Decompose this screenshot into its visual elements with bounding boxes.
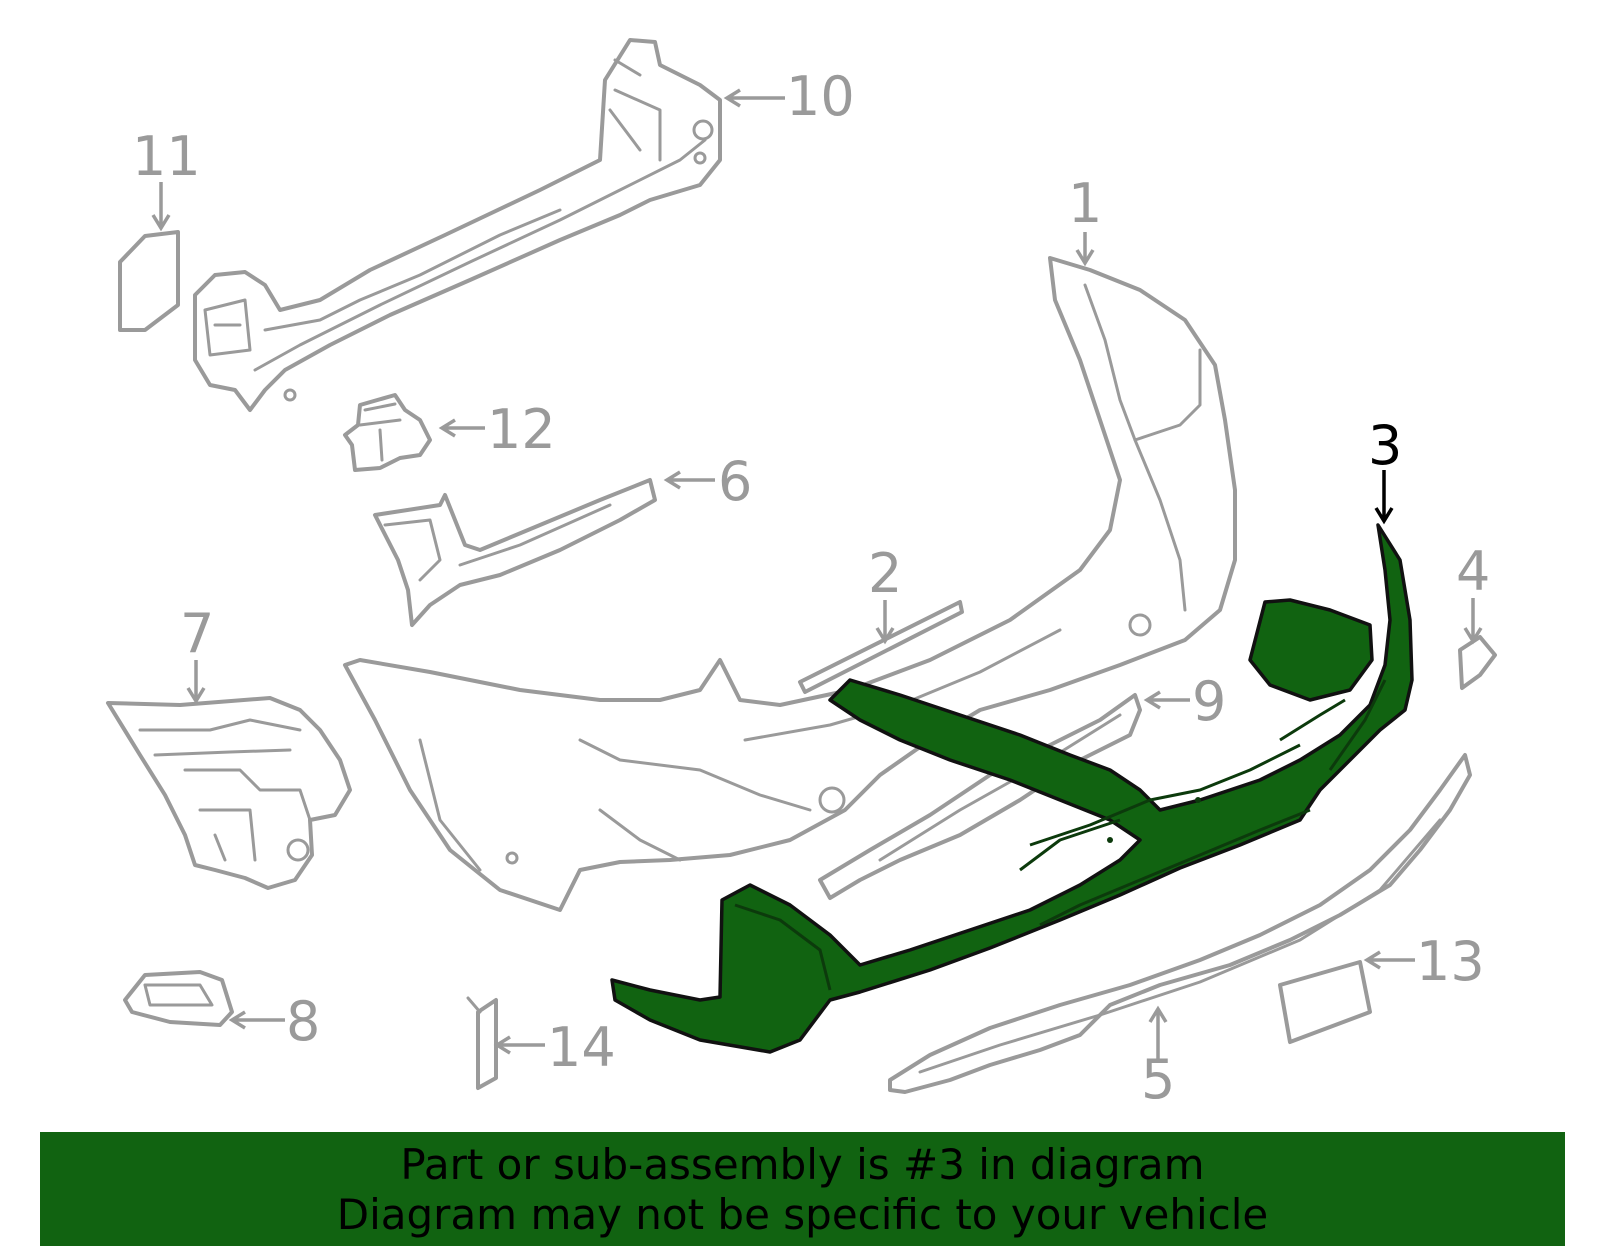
callout-3: 3	[1368, 414, 1402, 477]
banner-line-2: Diagram may not be specific to your vehi…	[336, 1190, 1269, 1239]
part-10-reinforcement-bar[interactable]	[193, 38, 722, 412]
part-11-bracket[interactable]	[118, 230, 180, 332]
part-5-lower-trim[interactable]	[888, 753, 1472, 1094]
part-8-bezel[interactable]	[123, 970, 234, 1027]
part-1-bumper-cover[interactable]	[343, 256, 1237, 912]
part-9-rail[interactable]	[818, 693, 1142, 900]
leader-lines	[151, 88, 1483, 1060]
part-7-side-bracket[interactable]	[106, 696, 352, 890]
info-banner: Part or sub-assembly is #3 in diagram Di…	[40, 1132, 1565, 1246]
callout-11: 11	[132, 125, 201, 188]
callout-12: 12	[487, 398, 556, 461]
part-3-lower-bumper-highlighted[interactable]	[610, 523, 1414, 1054]
part-2-strip[interactable]	[798, 600, 964, 694]
part-13-plate[interactable]	[1278, 960, 1372, 1044]
callout-6: 6	[718, 450, 752, 513]
callout-14: 14	[547, 1016, 616, 1079]
part-14-bracket[interactable]	[466, 996, 498, 1090]
callout-5: 5	[1141, 1048, 1175, 1111]
part-12-module[interactable]	[343, 393, 432, 472]
callout-2: 2	[868, 542, 902, 605]
part-4-cap[interactable]	[1458, 635, 1497, 690]
callout-numbers: 11 10 1 12 6 2 7 9 4 13 8 14 5 3	[132, 65, 1490, 1111]
callout-13: 13	[1416, 930, 1485, 993]
callout-9: 9	[1192, 670, 1226, 733]
callout-4: 4	[1456, 540, 1490, 603]
callout-8: 8	[286, 990, 320, 1053]
part-6-bracket[interactable]	[373, 478, 657, 627]
callout-1: 1	[1068, 172, 1102, 235]
callout-10: 10	[786, 65, 855, 128]
callout-7: 7	[180, 602, 214, 665]
banner-line-1: Part or sub-assembly is #3 in diagram	[400, 1140, 1205, 1189]
